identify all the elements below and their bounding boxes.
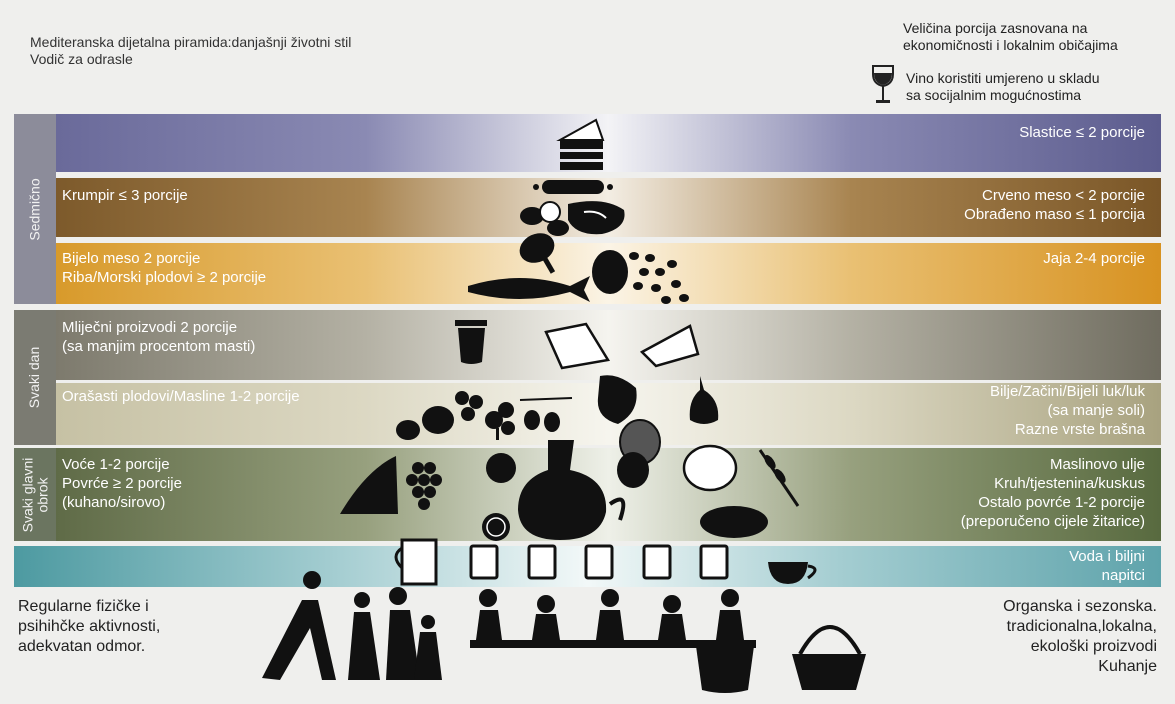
wine-glass-icon bbox=[872, 65, 894, 103]
activity-label-line-2: psihihčke aktivnosti, bbox=[18, 618, 161, 635]
cooked-raw-label: (kuhano/sirovo) bbox=[62, 494, 166, 511]
band-water bbox=[14, 546, 1161, 587]
frequency-weekly: Sedmično bbox=[14, 114, 56, 304]
organic-label-line-2: tradicionalna,lokalna, bbox=[1006, 618, 1157, 635]
activity-label-line-3: adekvatan odmor. bbox=[18, 638, 146, 655]
dairy-label-line-1: Mliječni proizvodi 2 porcije bbox=[62, 319, 238, 336]
activity-label-line-1: Regularne fizičke i bbox=[18, 598, 149, 615]
frequency-daily-label: Svaki dan bbox=[26, 346, 43, 409]
basket-icon bbox=[792, 625, 866, 690]
fish-seafood-label: Riba/Morski plodovi ≥ 2 porcije bbox=[62, 269, 267, 286]
portion-note: Veličina porcija zasnovana na ekonomično… bbox=[903, 20, 1118, 54]
oil-grains-label: Maslinovo ulje Kruh/tjestenina/kuskus Os… bbox=[961, 455, 1145, 531]
frequency-meal-line-2: obrok bbox=[34, 476, 51, 513]
fruit-vegetables-label: Voće 1-2 porcije Povrće ≥ 2 porcije (kuh… bbox=[62, 455, 182, 512]
title-line-2: Vodič za odrasle bbox=[30, 51, 133, 67]
exercising-family-icon bbox=[262, 571, 442, 680]
herbs-label-line-1: Bilje/Začini/Bijeli luk/luk bbox=[989, 383, 1145, 400]
wine-note: Vino koristiti umjereno u skladu sa soci… bbox=[906, 70, 1100, 104]
herbs-label: Bilje/Začini/Bijeli luk/luk (sa manje so… bbox=[990, 382, 1145, 439]
whole-grains-label: (preporučeno cijele žitarice) bbox=[960, 513, 1145, 530]
activity-label: Regularne fizičke i psihihčke aktivnosti… bbox=[18, 597, 160, 657]
organic-label: Organska i sezonska. tradicionalna,lokal… bbox=[1003, 597, 1157, 677]
title-line-1: Mediteranska dijetalna piramida:danjašnj… bbox=[30, 34, 352, 50]
potatoes-label: Krumpir ≤ 3 porcije bbox=[62, 187, 188, 204]
herbs-label-line-2: (sa manje soli) bbox=[1047, 402, 1145, 419]
olive-oil-label: Maslinovo ulje bbox=[1049, 456, 1145, 473]
herbs-label-line-3: Razne vrste brašna bbox=[1014, 421, 1145, 438]
water-label: Voda i biljni napitci bbox=[1069, 547, 1145, 585]
other-vegetables-label: Ostalo povrće 1-2 porcije bbox=[978, 494, 1145, 511]
dairy-label-line-2: (sa manjim procentom masti) bbox=[62, 338, 256, 355]
vegetables-label: Povrće ≥ 2 porcije bbox=[62, 475, 182, 492]
frequency-meal: Svaki glavni obrok bbox=[14, 448, 56, 541]
bread-pasta-label: Kruh/tjestenina/kuskus bbox=[994, 475, 1145, 492]
white-meat-label: Bijelo meso 2 porcije bbox=[62, 250, 201, 267]
cooking-label: Kuhanje bbox=[1098, 658, 1157, 675]
water-label-line-1: Voda i biljni bbox=[1069, 548, 1145, 565]
water-label-line-2: napitci bbox=[1101, 567, 1145, 584]
processed-meat-label: Obrađeno maso ≤ 1 porcija bbox=[964, 206, 1145, 223]
frequency-weekly-label: Sedmično bbox=[26, 177, 43, 241]
red-meat-label: Crveno meso < 2 porcije bbox=[982, 187, 1145, 204]
sweets-label: Slastice ≤ 2 porcije bbox=[1019, 124, 1145, 141]
band-fruit-vegetables bbox=[56, 448, 1161, 541]
frequency-daily: Svaki dan bbox=[14, 310, 56, 445]
meat-label: Crveno meso < 2 porcije Obrađeno maso ≤ … bbox=[964, 186, 1145, 224]
eggs-label: Jaja 2-4 porcije bbox=[1043, 250, 1145, 267]
nuts-olives-label: Orašasti plodovi/Masline 1-2 porcije bbox=[62, 388, 300, 405]
pyramid-title: Mediteranska dijetalna piramida:danjašnj… bbox=[30, 34, 351, 68]
organic-label-line-1: Organska i sezonska. bbox=[1003, 598, 1157, 615]
dairy-label: Mliječni proizvodi 2 porcije (sa manjim … bbox=[62, 318, 255, 356]
wine-note-line-1: Vino koristiti umjereno u skladu bbox=[906, 70, 1100, 86]
portion-note-line-2: ekonomičnosti i lokalnim običajima bbox=[903, 37, 1118, 53]
wine-note-line-2: sa socijalnim mogućnostima bbox=[906, 87, 1082, 103]
band-sweets bbox=[56, 114, 1161, 172]
fruit-label: Voće 1-2 porcije bbox=[62, 456, 170, 473]
cooking-pot-icon bbox=[696, 646, 754, 693]
frequency-meal-line-1: Svaki glavni bbox=[19, 457, 36, 532]
fish-poultry-label: Bijelo meso 2 porcije Riba/Morski plodov… bbox=[62, 249, 266, 287]
portion-note-line-1: Veličina porcija zasnovana na bbox=[903, 20, 1088, 36]
frequency-meal-label: Svaki glavni obrok bbox=[19, 457, 51, 532]
family-dinner-icon bbox=[470, 589, 756, 648]
organic-label-line-3: ekološki proizvodi bbox=[1030, 638, 1157, 655]
